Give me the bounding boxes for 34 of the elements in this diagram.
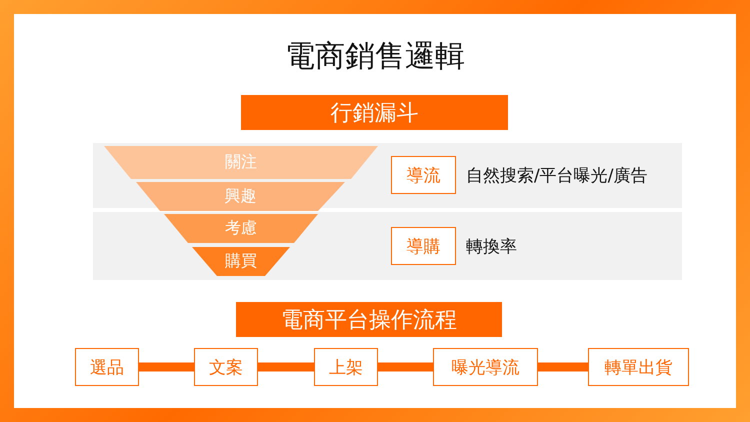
node-label: 選品 (90, 356, 124, 378)
node-label: 購買 (225, 251, 257, 272)
funnel-stage (164, 214, 318, 243)
connector-bar (139, 362, 194, 372)
funnel-stage (192, 247, 290, 276)
node-label: 興趣 (224, 186, 256, 207)
step-box (433, 348, 538, 386)
step-box (588, 348, 689, 386)
node-label: 導購 (406, 236, 440, 258)
node-label: 文案 (209, 356, 243, 378)
step-box (391, 156, 456, 194)
band-background (93, 143, 682, 208)
connector-bar (538, 362, 588, 372)
title: 電商銷售邏輯 (284, 38, 466, 76)
node-label: 行銷漏斗 (330, 100, 418, 128)
node-label: 導流 (406, 164, 440, 186)
node-label: 曝光導流 (452, 356, 520, 378)
node-label: 轉單出貨 (604, 356, 672, 378)
annotation-text: 自然搜索/平台曝光/廣告 (466, 165, 648, 187)
node-label: 電商平台操作流程 (281, 306, 457, 334)
funnel-stage (104, 146, 378, 179)
annotation-text: 轉換率 (466, 236, 517, 258)
node-label: 關注 (225, 152, 257, 173)
node-label: 上架 (329, 356, 363, 378)
section-header (236, 302, 502, 337)
band-background (93, 212, 682, 280)
node-label: 考慮 (225, 218, 257, 239)
connector-bar (378, 362, 433, 372)
step-box (75, 348, 139, 386)
step-box (194, 348, 258, 386)
connector-bar (258, 362, 314, 372)
step-box (314, 348, 378, 386)
step-box (391, 227, 456, 265)
section-header (241, 95, 508, 130)
